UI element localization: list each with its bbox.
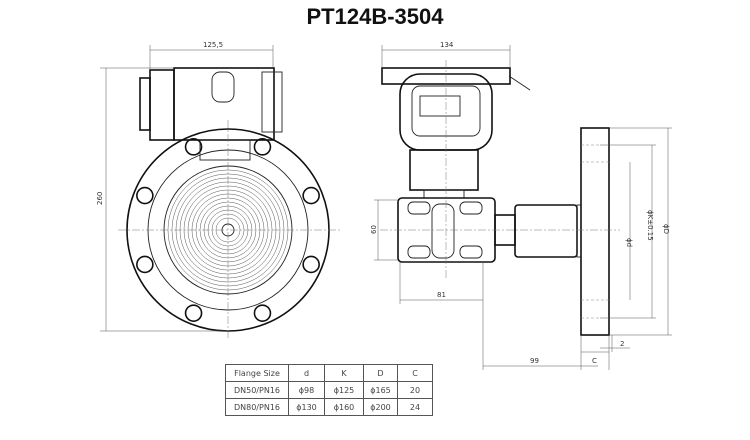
dim-front-width: 125,5 <box>203 41 223 49</box>
dim-side-width: 134 <box>440 41 454 49</box>
cell: ϕ165 <box>363 381 398 399</box>
dim-body-depth: 81 <box>437 291 446 299</box>
dim-height: 260 <box>96 192 104 205</box>
drawing-title: PT124B-3504 <box>306 4 444 29</box>
cell: 24 <box>397 398 433 416</box>
cell: ϕ125 <box>324 381 364 399</box>
table-header-row: Flange Size d K D C <box>225 364 433 382</box>
header-k: K <box>324 364 364 382</box>
bolt-hole <box>253 138 272 156</box>
bolt-hole <box>136 255 154 274</box>
bolt-hole <box>136 186 154 205</box>
side-view <box>380 60 620 336</box>
header-flange-size: Flange Size <box>225 364 289 382</box>
cell: DN50/PN16 <box>225 381 289 399</box>
dim-dia-k: ϕK±0.15 <box>646 210 654 241</box>
cell: ϕ130 <box>288 398 325 416</box>
cell: ϕ160 <box>324 398 364 416</box>
header-c: C <box>397 364 433 382</box>
flange-size-table: Flange Size d K D C DN50/PN16 ϕ98 ϕ125 ϕ… <box>225 364 433 416</box>
bolt-hole <box>302 186 320 205</box>
dim-gasket: 2 <box>620 340 624 348</box>
bolt-hole <box>253 304 272 322</box>
dim-flange-thickness: C <box>592 357 597 365</box>
cell: DN80/PN16 <box>225 398 289 416</box>
front-view <box>118 67 340 340</box>
dim-extension: 99 <box>530 357 539 365</box>
bolt-hole <box>302 255 320 274</box>
table-row: DN80/PN16 ϕ130 ϕ160 ϕ200 24 <box>225 398 433 416</box>
cell: ϕ200 <box>363 398 398 416</box>
dim-dia-d: ϕd <box>625 238 633 247</box>
bolt-hole <box>184 304 203 322</box>
cell: 20 <box>397 381 433 399</box>
header-D: D <box>363 364 398 382</box>
cell: ϕ98 <box>288 381 325 399</box>
header-d: d <box>288 364 325 382</box>
dim-dia-D: ϕD <box>662 224 670 234</box>
bolt-hole <box>184 138 203 156</box>
dim-flange-height: 60 <box>370 225 378 234</box>
table-row: DN50/PN16 ϕ98 ϕ125 ϕ165 20 <box>225 381 433 399</box>
